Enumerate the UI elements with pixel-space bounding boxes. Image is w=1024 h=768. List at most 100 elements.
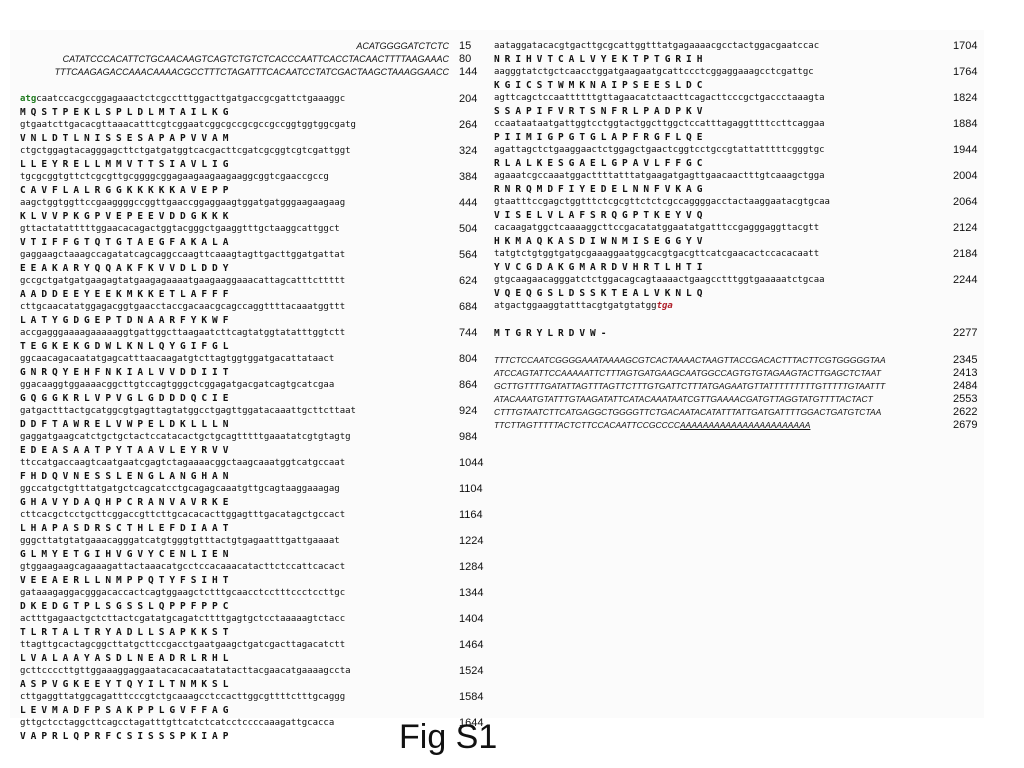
utr-line: ATCCAGTATTCCAAAAATTCTTTAGTGATGAAGCAATGGC… [494, 367, 984, 380]
sequence-text: gaggatgaagcatctgctgctactccatacactgctgcag… [20, 431, 351, 444]
sequence-text: LHAPASDRSCTHLEFDIAAT [20, 522, 233, 535]
sequence-segment: VQEQGSLDSSKTEALVKNLQ [494, 288, 708, 299]
sequence-segment: VTIFFGTQTGTAEGFAKALA [20, 237, 234, 248]
dna-line: gggcttatgtatgaaacagggatcatgtgggtgtttactg… [20, 535, 495, 548]
protein-line: LATYGDGEPTDNAARFYKWF [20, 314, 495, 327]
sequence-segment: gaggatgaagcatctgctgctactccatacactgctgcag… [20, 432, 351, 442]
sequence-segment: SSAPIFVRTSNFRLPADPKV [494, 106, 708, 117]
sequence-text: SSAPIFVRTSNFRLPADPKV [494, 105, 707, 118]
sequence-text: gaggaagctaaagccagatatcagcaggccaagttcaaag… [20, 249, 345, 262]
sequence-segment: EDEASAATPYTAAVLEYRVV [20, 445, 234, 456]
dna-line: tgcgcggtgttctcgcgttgcggggcggagaagaagaaga… [20, 171, 495, 184]
sequence-text: cttcacgctcctgcttcggaccgttcttgcacacacttgg… [20, 509, 345, 522]
protein-line: ASPVGKEEYTQYILTNMKSL [20, 678, 495, 691]
dna-line: gcttccccttgttggaaaggaggaatacacacaatatata… [20, 665, 495, 678]
position-number: 1644 [459, 717, 484, 729]
protein-line: MQSTPEKLSPLDLMTAILKG [20, 106, 495, 119]
sequence-segment: ggacaaggtggaaaacggcttgtccagtgggctcggagat… [20, 380, 335, 390]
sequence-text: agttcagctccaattttttgttagaacatctaacttcaga… [494, 92, 825, 105]
protein-line: CAVFLALRGGKKKKKAVEPP [20, 184, 495, 197]
dna-line: aagctggtggttccgaaggggccggttgaaccggaggaag… [20, 197, 495, 210]
sequence-segment: gccgctgatgatgaagagtatgaagagaaaatgaagaagg… [20, 276, 346, 286]
sequence-text: CTTTGTAATCTTCATGAGGCTGGGGTTCTGACAATACATA… [494, 406, 881, 419]
sequence-segment: VEEAERLLNMPPQTYFSIHT [20, 575, 234, 586]
position-number: 2004 [953, 170, 978, 182]
position-number: 2064 [953, 196, 978, 208]
sequence-text: DKEDGTPLSGSSLQPPFPPC [20, 600, 233, 613]
sequence-segment: VAPRLQPRFCSISSSPKIAP [20, 731, 234, 742]
sequence-text: CAVFLALRGGKKKKKAVEPP [20, 184, 233, 197]
protein-line: GHAVYDAQHPCRANVAVRKE [20, 496, 495, 509]
spacer [494, 340, 984, 354]
sequence-segment: gaggaagctaaagccagatatcagcaggccaagttcaaag… [20, 250, 346, 260]
protein-line: SSAPIFVRTSNFRLPADPKV [494, 105, 984, 118]
sequence-segment: RLALKESGAELGPAVLFFGC [494, 158, 708, 169]
position-number: 2124 [953, 222, 978, 234]
sequence-text: gtaatttccgagctggtttctcgcgttctctcgccagggg… [494, 196, 830, 209]
protein-line: GLMYETGIHVGVYCENLIEN [20, 548, 495, 561]
position-number: 1164 [459, 509, 483, 521]
protein-line: VEEAERLLNMPPQTYFSIHT [20, 574, 495, 587]
sequence-text: EEAKARYQQAKFKVVDLDDY [20, 262, 233, 275]
sequence-segment: DDFTAWRELVWPELDKLLLN [20, 419, 234, 430]
sequence-segment: TTCTTAGTTTTTACTCTTCCACAATTCCGCCCC [494, 420, 681, 430]
sequence-text: CATATCCCACATTCTGCAACAAGTCAGTCTGTCTCACCCA… [63, 53, 449, 66]
sequence-text: ttccatgaccaagtcaatgaatcgagtctagaaaacggct… [20, 457, 345, 470]
sequence-segment: ggcaacagacaatatgagcatttaacaagatgtcttagtg… [20, 354, 335, 364]
stop-codon: tga [656, 301, 673, 311]
sequence-text: actttgagaactgctcttactcgatatgcagatcttttga… [20, 613, 345, 626]
sequence-text: gcttccccttgttggaaaggaggaatacacacaatatata… [20, 665, 351, 678]
dna-line: gtaatttccgagctggtttctcgcgttctctcgccagggg… [494, 196, 984, 209]
sequence-text: TTTCTCCAATCGGGGAAATAAAAGCGTCACTAAAACTAAG… [494, 354, 886, 367]
dna-line: agattagctctgaaggaactctggagctgaactcggtcct… [494, 144, 984, 157]
position-number: 2622 [953, 406, 978, 418]
sequence-text: aagggtatctgctcaacctggatgaagaatgcattccctc… [494, 66, 814, 79]
utr-line: TTCTTAGTTTTTACTCTTCCACAATTCCGCCCCAAAAAAA… [494, 419, 984, 432]
sequence-segment: caatccacgccggagaaactctcgcctttggacttgatga… [36, 94, 346, 104]
protein-line: TEGKEKGDWLKNLQYGIFGL [20, 340, 495, 353]
sequence-segment: KLVVPKGPVEPEEVDDGKKK [20, 211, 234, 222]
sequence-segment: KGICSTWMKNAIPSEESLDC [494, 80, 708, 91]
sequence-segment: LVALAAYASDLNEADRLRHL [20, 653, 234, 664]
sequence-segment: YVCGDAKGMARDVHRTLHTI [494, 262, 708, 273]
sequence-text: VQEQGSLDSSKTEALVKNLQ [494, 287, 707, 300]
sequence-text: LEVMADFPSAKPPLGVFFAG [20, 704, 233, 717]
protein-line: GNRQYEHFNKIALVVDDIIT [20, 366, 495, 379]
dna-line: ctgctggagtacagggagcttctgatgatggtcacgactt… [20, 145, 495, 158]
protein-line: VISELVLAFSRQGPTKEYVQ [494, 209, 984, 222]
sequence-text: gttgctcctaggcttcagcctagatttgttcatctcatcc… [20, 717, 334, 730]
sequence-segment: aagggtatctgctcaacctggatgaagaatgcattccctc… [494, 67, 814, 77]
position-number: 1584 [459, 691, 484, 703]
sequence-segment: agaaatcgccaaatggacttttatttatgaagatgagttg… [494, 171, 825, 181]
sequence-segment: tgcgcggtgttctcgcgttgcggggcggagaagaagaaga… [20, 172, 329, 182]
sequence-segment: gttactatatttttggaacacagactggtacgggctgaag… [20, 224, 340, 234]
sequence-text: AADDEEYEEKMKKETLAFFF [20, 288, 233, 301]
dna-line: agaaatcgccaaatggacttttatttatgaagatgagttg… [494, 170, 984, 183]
sequence-text: GLMYETGIHVGVYCENLIEN [20, 548, 233, 561]
protein-line: GQGGKRLVPVGLGDDDQCIE [20, 392, 495, 405]
protein-line: DKEDGTPLSGSSLQPPFPPC [20, 600, 495, 613]
sequence-text: VISELVLAFSRQGPTKEYVQ [494, 209, 707, 222]
utr-line: GCTTGTTTTGATATTAGTTTAGTTCTTTGTGATTCTTTAT… [494, 380, 984, 393]
sequence-text: LVALAAYASDLNEADRLRHL [20, 652, 233, 665]
position-number: 864 [459, 379, 478, 391]
sequence-segment: actttgagaactgctcttactcgatatgcagatcttttga… [20, 614, 346, 624]
sequence-segment: cttgaggttatggcagatttcccgtctgcaaagcctccac… [20, 692, 346, 702]
protein-line: LLEYRELLMMVTTSIAVLIG [20, 158, 495, 171]
sequence-segment: TTTCAAGAGACCAAACAAAACGCCTTTCTAGATTTCACAA… [54, 67, 449, 77]
sequence-segment: ccaataataatgattggtcctggtactggcttggctccat… [494, 119, 825, 129]
position-number: 564 [459, 249, 478, 261]
sequence-text: gatgactttactgcatggcgtgagttagtatggcctgagt… [20, 405, 356, 418]
position-number: 1884 [953, 118, 978, 130]
sequence-text: aagctggtggttccgaaggggccggttgaaccggaggaag… [20, 197, 345, 210]
position-number: 264 [459, 119, 478, 131]
protein-line: LVALAAYASDLNEADRLRHL [20, 652, 495, 665]
position-number: 1344 [459, 587, 484, 599]
dna-line: atgactggaaggtatttacgtgatgtatggtga [494, 300, 984, 313]
position-number: 1104 [459, 483, 483, 495]
position-number: 1224 [459, 535, 484, 547]
sequence-segment: cacaagatggctcaaaaggcttccgacatatggaatatga… [494, 223, 820, 233]
sequence-segment: agttcagctccaattttttgttagaacatctaacttcaga… [494, 93, 825, 103]
sequence-segment: gggcttatgtatgaaacagggatcatgtgggtgtttactg… [20, 536, 340, 546]
sequence-text: gttactatatttttggaacacagactggtacgggctgaag… [20, 223, 340, 236]
